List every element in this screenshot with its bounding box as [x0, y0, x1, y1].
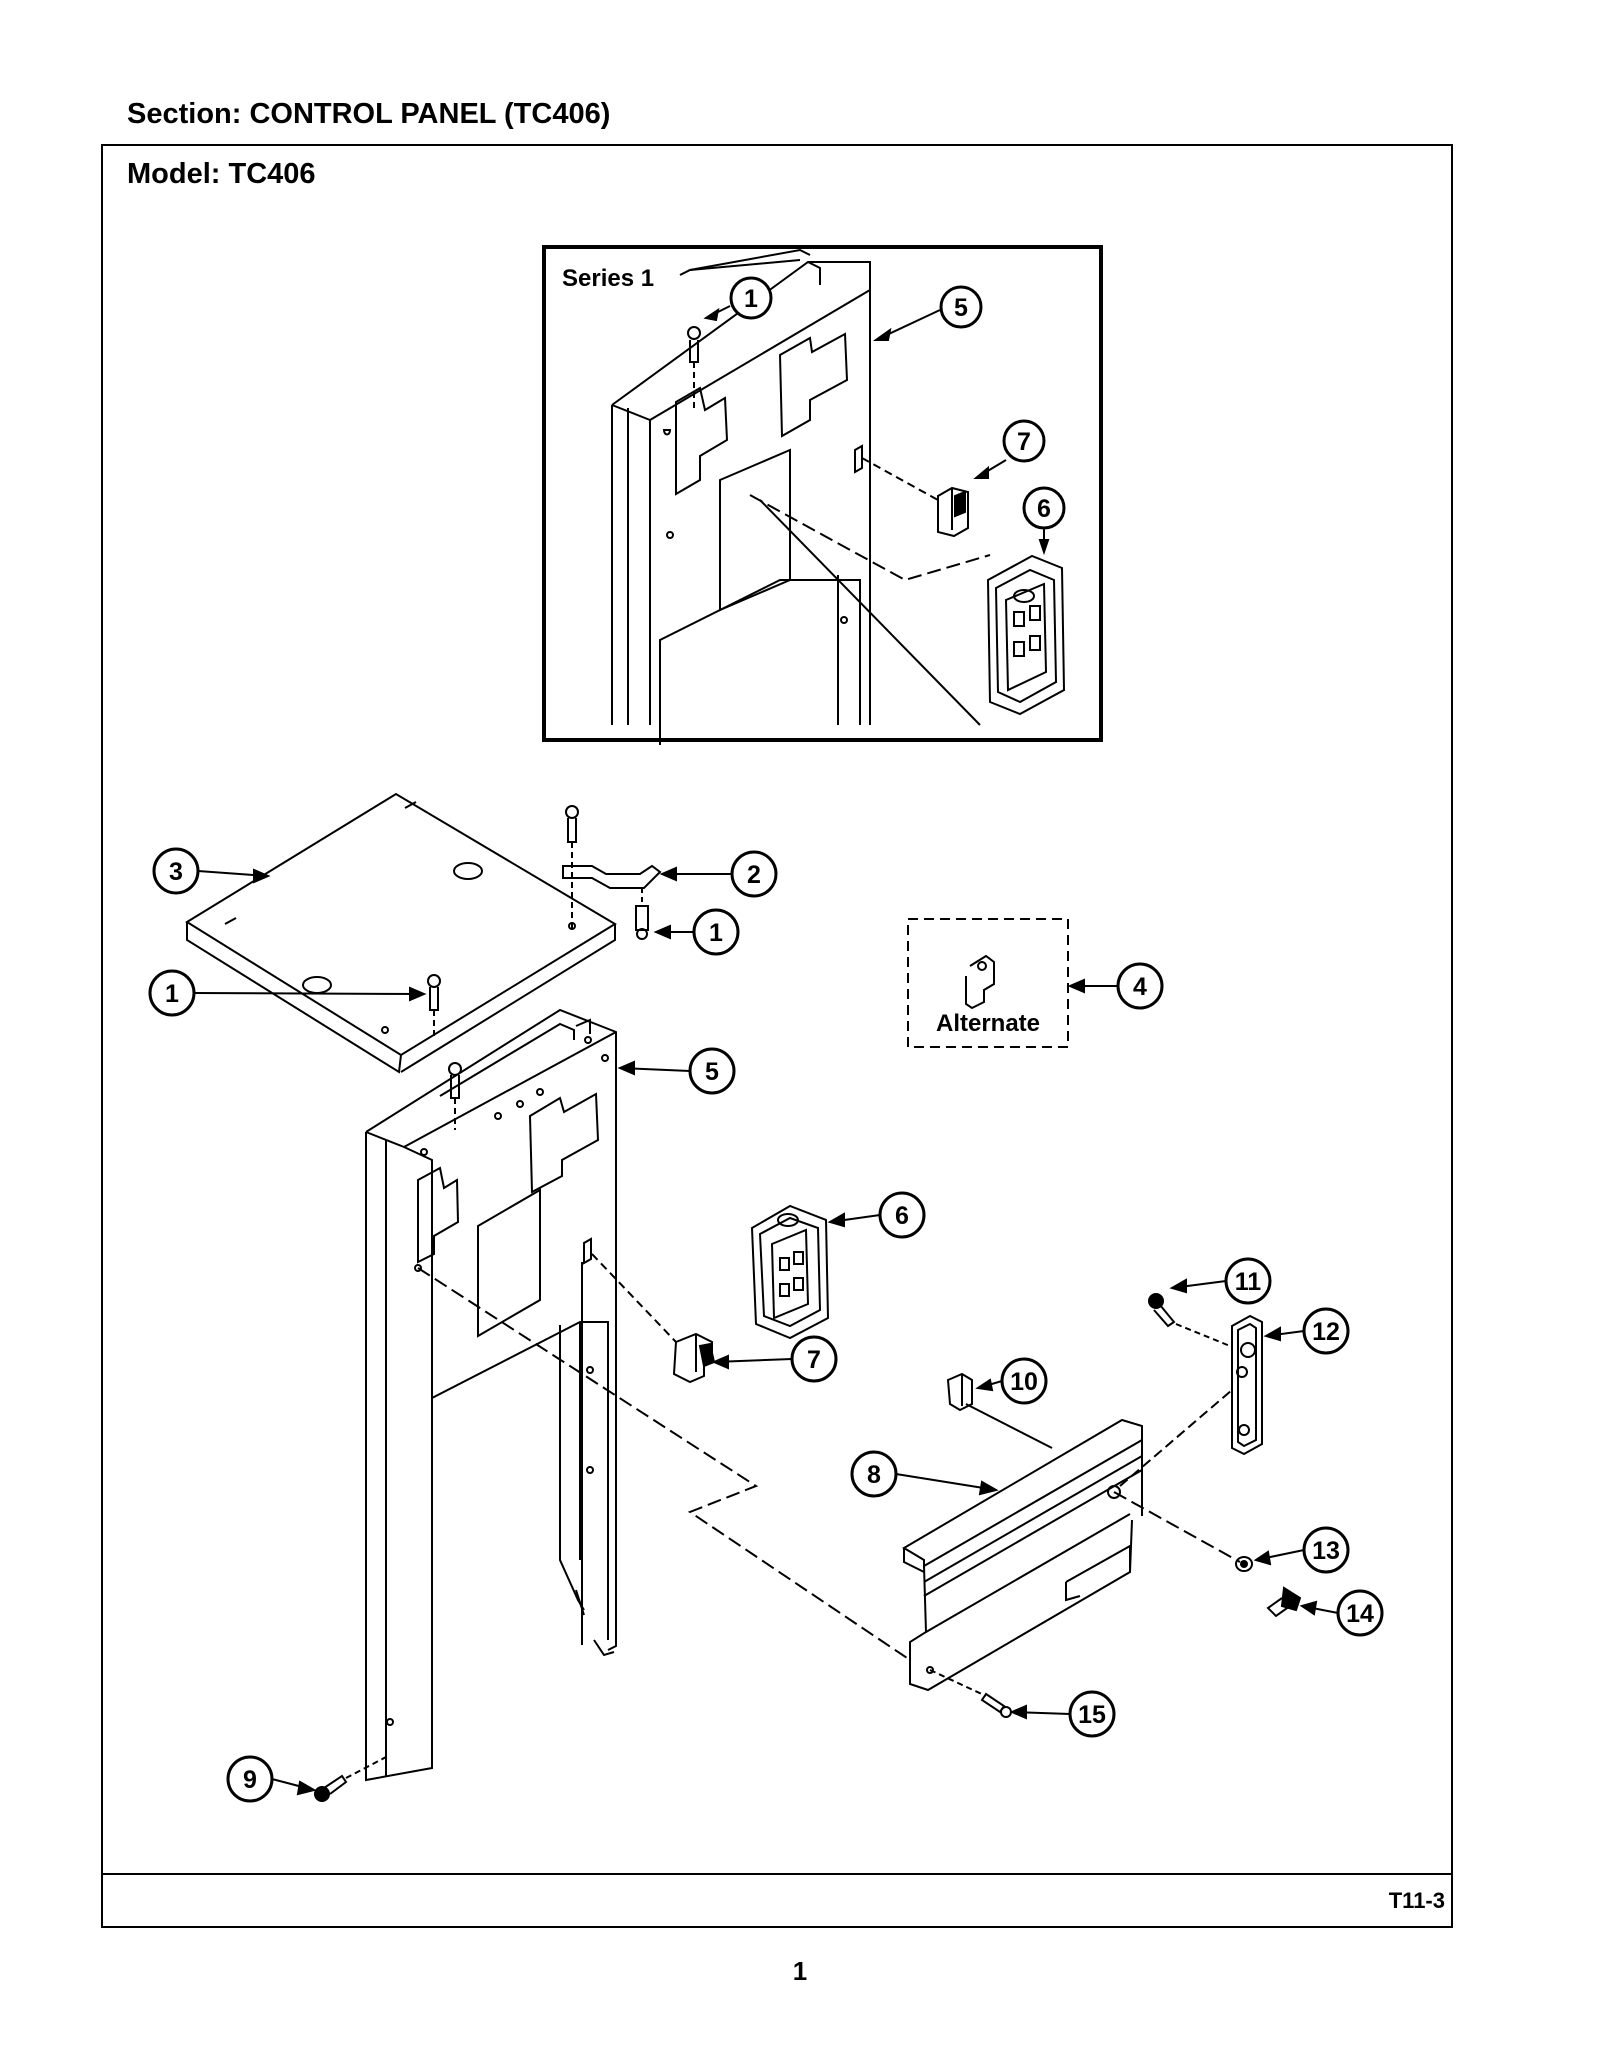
svg-text:13: 13	[1312, 1537, 1340, 1565]
callout-15: 15	[1068, 1690, 1116, 1738]
callout-11: 11	[1224, 1257, 1272, 1305]
svg-text:11: 11	[1235, 1268, 1262, 1296]
callout-5: 5	[688, 1047, 736, 1095]
page-number: 1	[792, 1956, 808, 1986]
inset-screw	[687, 326, 701, 410]
knob-bracket	[1231, 1314, 1263, 1456]
cover-screw	[427, 974, 441, 1040]
callout-7: 7	[790, 1335, 838, 1383]
footer-divider	[101, 1873, 1453, 1875]
knob	[1266, 1586, 1302, 1618]
inset-receptacle	[749, 494, 1066, 726]
callout-2: 2	[730, 850, 778, 898]
svg-text:7: 7	[807, 1346, 821, 1374]
svg-text:15: 15	[1078, 1701, 1106, 1729]
rocker-switch	[591, 1253, 716, 1384]
rail-screw	[929, 1669, 1012, 1718]
diagram-frame	[101, 144, 1453, 1928]
cover-plate	[185, 792, 617, 1074]
callout-8: 8	[850, 1450, 898, 1498]
panel-bottom-screw	[314, 1755, 389, 1802]
inset-rocker-switch	[861, 457, 969, 538]
washer	[1235, 1556, 1253, 1572]
svg-text:6: 6	[1037, 495, 1051, 523]
callout-9: 9	[226, 1755, 274, 1803]
mounting-rail	[902, 1389, 1241, 1692]
model-title: Model: TC406	[127, 158, 316, 190]
page-code: T11-3	[1388, 1888, 1445, 1913]
callout-1-inset: 1	[729, 276, 773, 320]
alternate-box: Alternate	[907, 918, 1069, 1048]
section-title: Section: CONTROL PANEL (TC406)	[127, 98, 611, 130]
wire-clip	[946, 1372, 1053, 1449]
svg-text:4: 4	[1133, 973, 1147, 1001]
svg-text:3: 3	[169, 858, 183, 886]
svg-text:1: 1	[165, 980, 179, 1008]
svg-text:5: 5	[954, 294, 968, 322]
callout-1-a: 1	[692, 908, 740, 956]
assembly-line	[417, 1267, 911, 1661]
inset-control-panel	[611, 248, 871, 745]
callout-6-inset: 6	[1022, 486, 1066, 530]
callout-10: 10	[1000, 1357, 1048, 1405]
svg-text:1: 1	[744, 285, 758, 313]
callout-3: 3	[152, 847, 200, 895]
series-1-inset: Series 1	[542, 245, 1103, 745]
svg-text:14: 14	[1346, 1600, 1374, 1628]
svg-text:9: 9	[243, 1766, 257, 1794]
svg-text:1: 1	[709, 919, 723, 947]
callout-5-inset: 5	[939, 285, 983, 329]
callout-6: 6	[878, 1191, 926, 1239]
mounting-bracket	[562, 805, 662, 940]
leader-lines	[193, 305, 1339, 1796]
svg-text:6: 6	[895, 1202, 909, 1230]
callout-4: 4	[1116, 962, 1164, 1010]
callout-13: 13	[1302, 1526, 1350, 1574]
svg-text:10: 10	[1010, 1368, 1038, 1396]
control-panel	[365, 1008, 617, 1782]
svg-text:2: 2	[747, 861, 761, 889]
receptacle	[750, 1204, 830, 1340]
callout-7-inset: 7	[1002, 419, 1046, 463]
svg-text:8: 8	[867, 1461, 881, 1489]
alternate-label: Alternate	[936, 1010, 1040, 1037]
callout-14: 14	[1336, 1589, 1384, 1637]
inset-label: Series 1	[562, 265, 654, 292]
svg-text:7: 7	[1017, 428, 1031, 456]
bracket-screw	[1148, 1293, 1231, 1347]
callout-1-b: 1	[148, 969, 196, 1017]
svg-text:12: 12	[1312, 1318, 1340, 1346]
callout-12: 12	[1302, 1307, 1350, 1355]
svg-text:5: 5	[705, 1058, 719, 1086]
